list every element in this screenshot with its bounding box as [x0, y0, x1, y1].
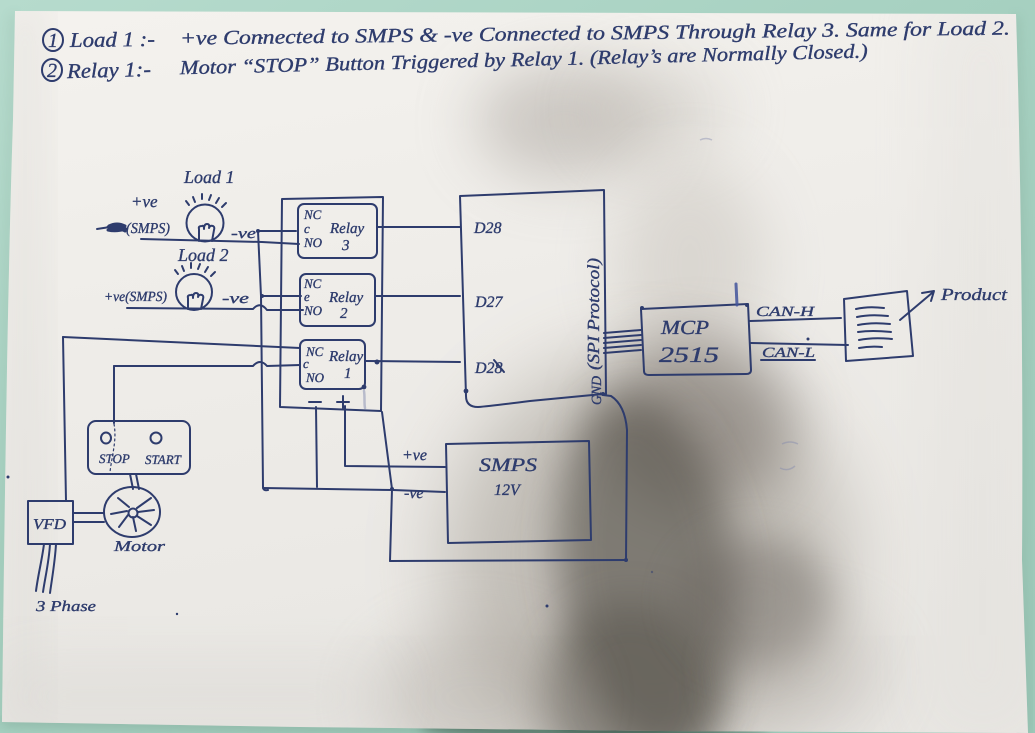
svg-text:NO: NO [303, 303, 323, 318]
svg-text:(SPI Protocol): (SPI Protocol) [584, 258, 603, 370]
svg-text:3 Phase: 3 Phase [35, 599, 97, 615]
svg-text:2515: 2515 [659, 342, 719, 367]
svg-text:STOP: STOP [99, 451, 130, 466]
svg-text:VFD: VFD [33, 517, 66, 533]
svg-text:-ve: -ve [404, 485, 424, 502]
svg-text:CAN-L: CAN-L [762, 346, 815, 361]
svg-text:2: 2 [340, 306, 348, 322]
svg-text:c: c [304, 221, 310, 236]
svg-text:+ve: +ve [131, 192, 158, 211]
svg-text:+ve(SMPS): +ve(SMPS) [104, 290, 167, 305]
svg-text:NO: NO [305, 370, 325, 385]
svg-text:(SMPS): (SMPS) [126, 221, 170, 237]
svg-text:Load 1 :-: Load 1 :- [69, 27, 155, 52]
svg-text:c: c [303, 356, 309, 371]
svg-text:1: 1 [48, 30, 58, 52]
svg-text:START: START [145, 452, 182, 467]
svg-text:2: 2 [47, 60, 57, 82]
svg-text:12V: 12V [494, 482, 522, 499]
svg-text:Motor: Motor [113, 539, 166, 555]
svg-text:Relay: Relay [329, 221, 364, 237]
svg-text:+ve: +ve [402, 447, 427, 464]
svg-text:NC: NC [303, 207, 322, 222]
svg-text:Relay 1:-: Relay 1:- [66, 57, 152, 83]
svg-text:SMPS: SMPS [479, 455, 538, 476]
svg-text:CAN-H: CAN-H [756, 305, 815, 320]
svg-text:MCP: MCP [660, 317, 709, 339]
svg-text:Load 2: Load 2 [177, 245, 229, 265]
svg-text:3: 3 [341, 238, 350, 254]
svg-text:Relay: Relay [328, 290, 363, 306]
svg-text:-ve: -ve [222, 291, 250, 307]
svg-text:e: e [304, 289, 310, 304]
svg-text:Load 1: Load 1 [183, 167, 235, 187]
svg-text:D28: D28 [474, 360, 503, 377]
svg-text:NO: NO [303, 235, 323, 250]
svg-text:Product: Product [940, 285, 1009, 304]
svg-text:1: 1 [344, 366, 352, 382]
svg-text:NC: NC [305, 344, 324, 359]
svg-text:GND: GND [590, 376, 605, 405]
svg-text:D28: D28 [473, 220, 502, 237]
svg-text:NC: NC [303, 276, 322, 291]
svg-text:Relay: Relay [328, 349, 363, 365]
svg-text:D27: D27 [474, 294, 504, 311]
svg-text:-ve: -ve [231, 226, 256, 242]
